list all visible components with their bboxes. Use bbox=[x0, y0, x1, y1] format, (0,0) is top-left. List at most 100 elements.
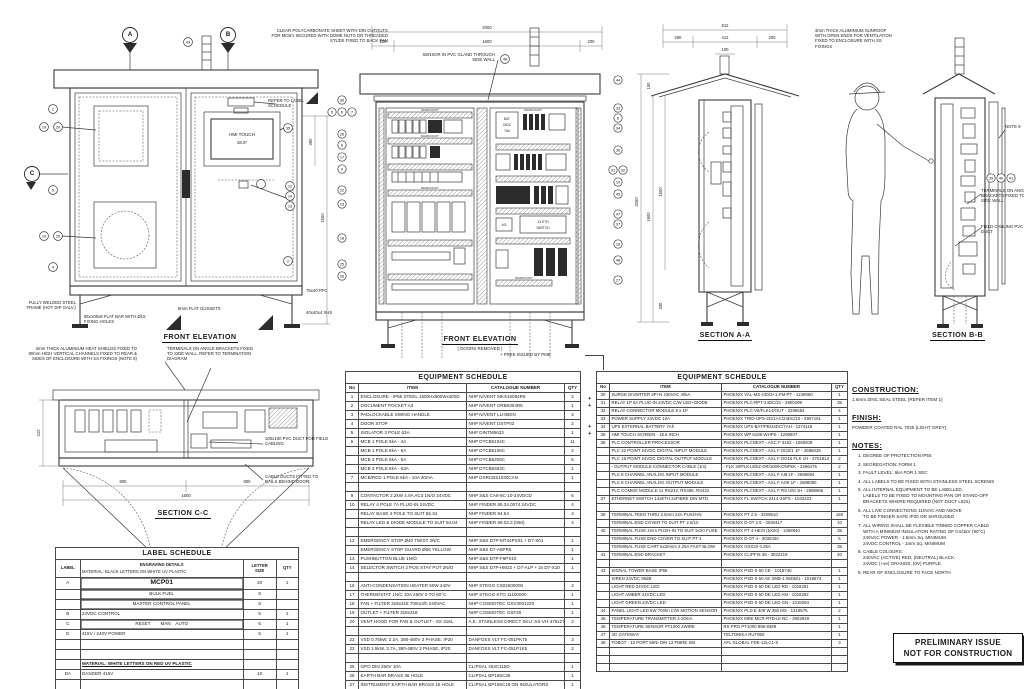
front-elevation-drawing: A B C bbox=[24, 27, 330, 330]
note-item: REAR OF ENCLOSURE TO FACE NORTH bbox=[863, 570, 1022, 576]
es1-col-no: No bbox=[345, 383, 359, 393]
svg-text:26: 26 bbox=[340, 132, 344, 137]
svg-text:16: 16 bbox=[616, 242, 620, 247]
table-row bbox=[345, 527, 582, 537]
equipment-schedule-2: EQUIPMENT SCHEDULE No ITEM CATALOGUE NUM… bbox=[595, 371, 849, 672]
balloon-14: 14 bbox=[285, 191, 295, 201]
note-item: DEGREE OF PROTECTION IP55 bbox=[863, 453, 1022, 459]
bat-label-2: 24DC bbox=[503, 123, 512, 127]
stamp-line-1: PRELIMINARY ISSUE bbox=[914, 638, 1001, 647]
balloon-r47: 47 bbox=[613, 209, 623, 219]
equipment-schedule-1-title: EQUIPMENT SCHEDULE bbox=[344, 371, 582, 384]
es1-col-qty: QTY bbox=[563, 383, 582, 393]
table-row bbox=[345, 482, 582, 492]
roof bbox=[359, 73, 601, 102]
hmi-screen: HMI TOUCH 18.5" bbox=[203, 111, 281, 167]
balloon-46: 46 bbox=[500, 54, 510, 64]
dim-200a: 200 bbox=[675, 35, 683, 40]
left-bay-ducts: 40x80 DUCT 60x80 DUCT 80x80 DUCT bbox=[387, 108, 473, 281]
dim-200l: 200 bbox=[380, 39, 388, 44]
gussets-note: 8mm FLAT GUSSETS bbox=[178, 306, 221, 311]
balloon-l26b: 26 bbox=[337, 271, 347, 281]
balloon-l6b: 6 bbox=[337, 140, 347, 150]
sensor-leader bbox=[487, 59, 499, 101]
dim-412: 412 bbox=[36, 429, 41, 437]
cable-ducts-note: CABLE DUCTS FITTED TO RAILS BEHIND DOOR bbox=[265, 474, 319, 485]
section-bb-title: SECTION B-B bbox=[929, 330, 986, 341]
left-bay-components bbox=[391, 119, 469, 291]
svg-text:4: 4 bbox=[52, 265, 55, 270]
finish-body: POWDER COATED RAL 7035 (LIGHT GREY) bbox=[852, 425, 947, 430]
balloon-19b: 19 bbox=[39, 231, 49, 241]
plan-body bbox=[52, 389, 320, 467]
sunroof-note: 3mm THICK ALUMINIUM SUNROOF WITH OPEN EN… bbox=[815, 28, 892, 49]
left-dims: 2050 1900 1600 150 330 bbox=[634, 73, 669, 323]
balloon-43: 43 bbox=[183, 37, 193, 47]
preliminary-stamp: PRELIMINARY ISSUE NOT FOR CONSTRUCTION bbox=[893, 633, 1023, 664]
svg-text:1: 1 bbox=[52, 107, 54, 112]
svg-text:20: 20 bbox=[56, 234, 61, 239]
svg-text:44: 44 bbox=[616, 78, 621, 83]
table-row bbox=[345, 572, 582, 582]
material-note: MATERIAL: BLACK LETTERS ON WHITE UV PLAS… bbox=[82, 568, 187, 574]
svg-text:7: 7 bbox=[351, 110, 353, 115]
front-elevation-doors-drawing: 2000 200 1600 200 bbox=[327, 25, 628, 358]
leader-lines bbox=[61, 126, 287, 239]
dim-1600: 1600 bbox=[181, 493, 191, 498]
svg-text:20: 20 bbox=[56, 125, 61, 130]
dim-200b: 200 bbox=[769, 35, 777, 40]
svg-text:10: 10 bbox=[616, 180, 621, 185]
svg-text:12: 12 bbox=[288, 184, 292, 189]
balloon-l25: 25 bbox=[337, 259, 347, 269]
base-and-legs bbox=[375, 311, 585, 358]
svg-text:32: 32 bbox=[621, 168, 625, 173]
note-item: ALL WIRING SHALL BE FLEXIBLE TINNED COPP… bbox=[863, 523, 1022, 547]
table-row: TERMINAL FUSE CART 5x20mm 3.25A FAST BLO… bbox=[596, 543, 849, 552]
svg-text:46: 46 bbox=[503, 57, 507, 62]
legs bbox=[701, 291, 749, 326]
es1-col-cat: CATALOGUE NUMBER bbox=[466, 383, 565, 393]
dim-2050: 2050 bbox=[634, 197, 639, 207]
balloon-r44: 44 bbox=[613, 75, 623, 85]
svg-text:23: 23 bbox=[340, 202, 344, 207]
sunroof bbox=[922, 73, 996, 95]
leader-lines bbox=[954, 129, 1006, 247]
free-issued-note: + FREE ISSUED BY PME bbox=[500, 352, 551, 357]
balloon-2: 2 bbox=[283, 256, 293, 266]
dim-1600: 1600 bbox=[482, 39, 492, 44]
svg-text:39: 39 bbox=[989, 176, 993, 181]
section-bb-drawing: 39 40 41 bbox=[845, 37, 1016, 328]
svg-text:27: 27 bbox=[616, 278, 620, 283]
balloon-l7: 7 bbox=[347, 107, 357, 117]
balloon-1: 1 bbox=[48, 104, 58, 114]
balloon-l18: 18 bbox=[337, 233, 347, 243]
balloon-l23: 23 bbox=[337, 199, 347, 209]
label-schedule-table: LABEL SCHEDULE LABEL ENGRAVING DETAILS M… bbox=[55, 547, 299, 689]
table-row: PLC 16 POINT 24VDC DIGITAL OUTPUT MODULE… bbox=[596, 455, 849, 464]
top-dims: 2000 200 1600 200 bbox=[371, 25, 603, 52]
svg-text:30: 30 bbox=[340, 98, 345, 103]
balloon-l26: 26 bbox=[337, 129, 347, 139]
free-issued-leader bbox=[585, 355, 604, 370]
note-item: SEGREGATION: FORM 1 bbox=[863, 462, 1022, 468]
cabinet-section bbox=[698, 99, 763, 293]
balloon-13: 13 bbox=[285, 201, 295, 211]
